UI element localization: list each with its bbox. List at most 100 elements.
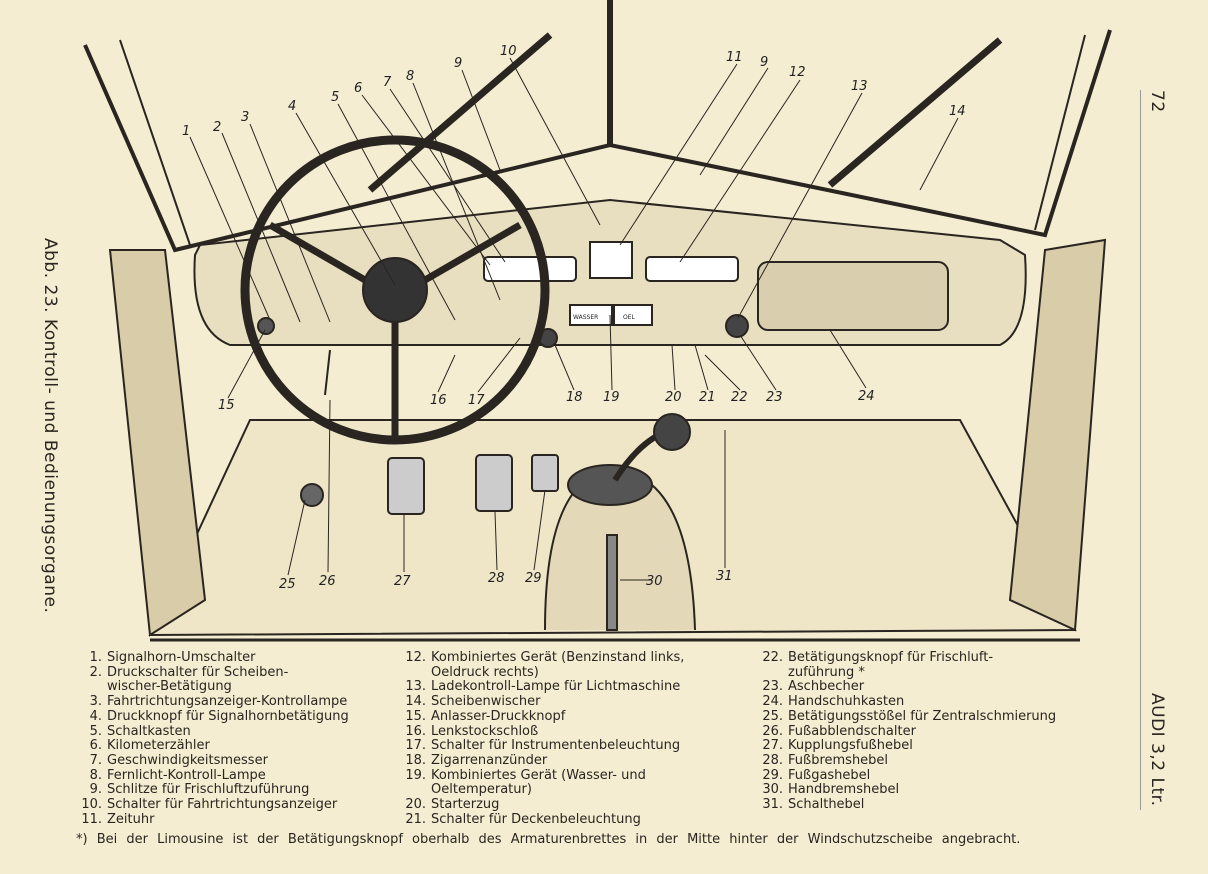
legend-number: 6. bbox=[89, 738, 102, 754]
legend-item: 4.Druckknopf für Signalhornbetätigung bbox=[76, 709, 349, 725]
legend-text: Schalter für Deckenbeleuchtung bbox=[431, 811, 641, 827]
clock bbox=[589, 241, 633, 279]
legend-number: 23. bbox=[762, 679, 783, 695]
legend-item: 17.Schalter für Instrumentenbeleuchtung bbox=[400, 739, 684, 754]
legend-number: 11. bbox=[81, 811, 102, 827]
legend-text: Kilometerzähler bbox=[107, 738, 210, 754]
wiper-left bbox=[367, 32, 553, 193]
callout-14: 14 bbox=[949, 104, 966, 119]
margin-rule bbox=[1140, 90, 1141, 810]
spring bbox=[324, 349, 331, 396]
callout-1: 1 bbox=[182, 124, 190, 139]
legend-item: 23.Aschbecher bbox=[757, 680, 1056, 695]
gas-pedal bbox=[531, 454, 559, 492]
legend-item: 31.Schalthebel bbox=[757, 797, 1056, 813]
callout-9-left: 9 bbox=[454, 56, 462, 71]
callout-5: 5 bbox=[331, 90, 339, 105]
legend-text: Handbremshebel bbox=[788, 782, 900, 798]
legend-item: 3. Fahrtrichtungsanzeiger-Kontrollampe bbox=[76, 694, 349, 710]
legend-item: 13. Ladekontroll-Lampe für Lichtmaschine bbox=[400, 680, 684, 695]
legend-number: 22. bbox=[762, 650, 783, 665]
legend-number: 29. bbox=[762, 767, 783, 783]
legend-text: Betätigungsstößel für Zentralschmierung bbox=[788, 708, 1057, 724]
legend-number bbox=[76, 680, 102, 695]
page-number: 72 bbox=[1147, 90, 1167, 113]
callout-6: 6 bbox=[354, 81, 362, 96]
clutch-pedal bbox=[387, 457, 425, 515]
legend-number: 17. bbox=[405, 738, 426, 754]
legend-text: Ladekontroll-Lampe für Lichtmaschine bbox=[431, 679, 681, 695]
ashtray-knob bbox=[725, 314, 749, 338]
glovebox bbox=[757, 261, 949, 331]
legend-number: 9. bbox=[89, 782, 102, 798]
legend-text: Kupplungsfußhebel bbox=[788, 738, 913, 754]
running-header-model: AUDI 3,2 Ltr. bbox=[1147, 693, 1167, 807]
legend-column-2: 12.Kombiniertes Gerät (Benzinstand links… bbox=[400, 650, 684, 827]
legend-number: 18. bbox=[405, 752, 426, 768]
horn-button bbox=[362, 257, 428, 323]
legend-number: 16. bbox=[405, 723, 426, 739]
legend-number: 15. bbox=[405, 708, 426, 724]
legend-item: 9.Schlitze für Frischluftzuführung bbox=[76, 783, 349, 798]
gauge-oil bbox=[613, 304, 653, 326]
legend-text: Fußabblendschalter bbox=[788, 723, 916, 739]
legend-item: 6. Kilometerzähler bbox=[76, 739, 349, 754]
callout-31: 31 bbox=[716, 569, 733, 584]
legend-number: 7. bbox=[89, 752, 102, 768]
legend-number: 1. bbox=[89, 650, 102, 665]
callout-4: 4 bbox=[288, 99, 296, 114]
combined-gauge-fuel-oil bbox=[645, 256, 739, 282]
legend-number: 31. bbox=[762, 797, 783, 813]
callout-13: 13 bbox=[851, 79, 868, 94]
callout-17: 17 bbox=[468, 393, 485, 408]
legend-text: wischer-Betätigung bbox=[107, 679, 232, 695]
legend-number: 28. bbox=[762, 752, 783, 768]
legend-text: Anlasser-Druckknopf bbox=[431, 708, 566, 724]
legend-text: Geschwindigkeitsmesser bbox=[107, 752, 268, 768]
legend-text: Betätigungsknopf für Frischluft- bbox=[788, 650, 994, 665]
legend-item: 30.Handbremshebel bbox=[757, 783, 1056, 798]
legend-number bbox=[400, 666, 426, 681]
legend-item: 15. Anlasser-Druckknopf bbox=[400, 708, 684, 725]
legend-item: 27. Kupplungsfußhebel bbox=[757, 739, 1056, 754]
legend-item: 1. Signalhorn-Umschalter bbox=[76, 650, 349, 666]
legend-text: Signalhorn-Umschalter bbox=[107, 650, 256, 665]
legend-number: 26. bbox=[762, 723, 783, 739]
legend-number: 5. bbox=[89, 723, 102, 739]
legend-item: 8.Fernlicht-Kontroll-Lampe bbox=[76, 767, 349, 784]
legend-column-3: 22.Betätigungsknopf für Frischluft-zufüh… bbox=[757, 650, 1057, 813]
callout-26: 26 bbox=[319, 574, 336, 589]
legend-number bbox=[757, 666, 783, 681]
legend-item: 14.Scheibenwischer bbox=[400, 694, 684, 710]
callout-12: 12 bbox=[789, 65, 806, 80]
legend-number: 2. bbox=[89, 664, 102, 680]
legend-item: 12.Kombiniertes Gerät (Benzinstand links… bbox=[400, 650, 684, 666]
legend-text: Fernlicht-Kontroll-Lampe bbox=[107, 767, 266, 783]
legend-text: Zeituhr bbox=[107, 811, 155, 827]
starter-button bbox=[257, 317, 275, 335]
legend-item: 2.Druckschalter für Scheiben- bbox=[76, 664, 349, 681]
legend-item: 22. Betätigungsknopf für Frischluft- bbox=[757, 650, 1056, 666]
legend-number: 20. bbox=[405, 797, 426, 813]
legend-number: 13. bbox=[405, 679, 426, 695]
legend-item: wischer-Betätigung bbox=[76, 680, 349, 695]
legend-number: 3. bbox=[89, 694, 102, 710]
legend-text: Zigarrenanzünder bbox=[431, 752, 548, 768]
legend-item: Oeldruck rechts) bbox=[400, 665, 684, 681]
callout-15: 15 bbox=[218, 398, 235, 413]
callout-22: 22 bbox=[731, 390, 748, 405]
callout-10: 10 bbox=[500, 44, 517, 59]
callout-28: 28 bbox=[488, 571, 505, 586]
callout-2: 2 bbox=[213, 120, 221, 135]
legend-number bbox=[400, 783, 426, 798]
callout-24: 24 bbox=[858, 389, 875, 404]
callout-20: 20 bbox=[665, 390, 682, 405]
callout-27: 27 bbox=[394, 574, 411, 589]
callout-9-right: 9 bbox=[760, 55, 768, 70]
legend-text: Fahrtrichtungsanzeiger-Kontrollampe bbox=[107, 694, 348, 710]
legend-number: 27. bbox=[762, 738, 783, 754]
callout-16: 16 bbox=[430, 393, 447, 408]
callout-23: 23 bbox=[766, 390, 783, 405]
legend-item: 26. Fußabblendschalter bbox=[757, 723, 1056, 740]
